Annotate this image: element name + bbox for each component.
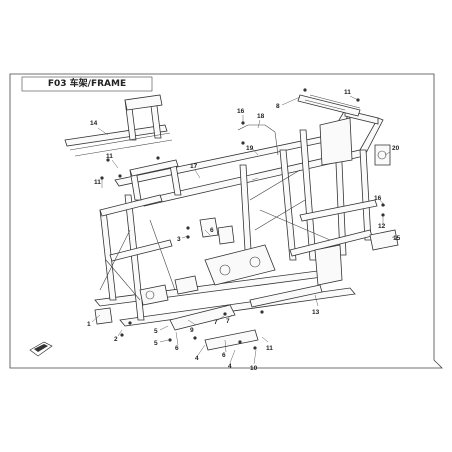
part-label: 10 [250,365,258,372]
part-label: 5 [154,328,158,335]
part-label: 16 [237,108,245,115]
part-label: 14 [90,120,98,127]
part-label: 4 [228,363,232,370]
part-label: 7 [226,318,230,325]
part-label: 9 [190,327,194,334]
part-label: 6 [175,345,179,352]
part-label: 7 [214,319,218,326]
part-label: 6 [222,352,226,359]
part-label: 19 [246,145,254,152]
diagram-border [9,73,443,369]
leader-lines [91,95,399,365]
title-box [21,76,153,92]
part-label: 17 [190,163,198,170]
part-labels: 1 2 3 4 4 5 5 6 6 6 7 7 8 9 10 11 11 11 … [87,89,401,372]
part-label: 4 [195,355,199,362]
part-label: 3 [177,236,181,243]
part-label: 15 [393,235,401,242]
part-label: 11 [106,153,113,160]
part-label: 5 [154,340,158,347]
part-label: 8 [276,103,280,110]
part-label: 13 [312,309,320,316]
part-label: 18 [257,113,265,120]
part-label: 12 [378,223,386,230]
part-label: 20 [392,145,400,152]
direction-arrow-icon [29,341,53,357]
part-label: 16 [374,195,382,202]
part-label: 1 [87,321,91,328]
part-label: 11 [94,179,101,186]
part-label: 11 [266,345,273,352]
main-frame [64,88,399,351]
part-label: 2 [114,336,118,343]
diagram-title: F03 车架/FRAME [47,79,127,89]
part-label: 11 [344,89,351,96]
part-label: 6 [210,227,214,234]
